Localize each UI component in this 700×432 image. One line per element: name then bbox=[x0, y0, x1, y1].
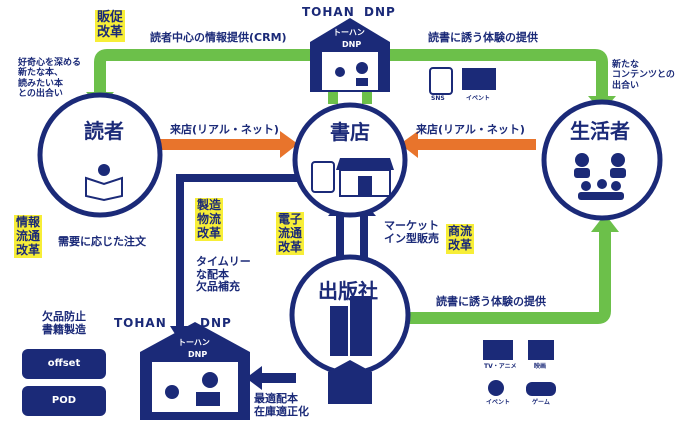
event-people-icon bbox=[488, 380, 504, 396]
navy-logistics-line bbox=[176, 174, 300, 330]
commercial-reform-label: 商流 改革 bbox=[446, 224, 475, 254]
sns-phone-icon bbox=[429, 67, 453, 95]
hub-top-dnp: DNP bbox=[342, 40, 362, 49]
curiosity-label: 好奇心を深める 新たな本、 読みたい本 との出合い bbox=[18, 58, 82, 100]
reader-icon bbox=[85, 164, 123, 202]
green-arrow-up bbox=[591, 214, 619, 232]
publisher-warehouse-icon bbox=[328, 360, 372, 404]
reader-circle bbox=[37, 92, 163, 218]
hub-top-avatar-icon bbox=[335, 67, 345, 77]
publisher-building-icon bbox=[330, 296, 372, 356]
sns-label: SNS bbox=[431, 95, 445, 102]
double-arrow-right bbox=[360, 212, 368, 264]
node-bookstore-label: 書店 bbox=[330, 120, 370, 144]
node-reader-label: 読者 bbox=[84, 119, 124, 143]
event2-label: イベント bbox=[486, 399, 511, 406]
timely-label: タイムリー な配本 欠品補充 bbox=[196, 255, 251, 294]
mfg-logistics-label: 製造 物流 改革 bbox=[195, 198, 224, 242]
optimal-label: 最適配本 在庫適正化 bbox=[254, 392, 309, 418]
bookstore-shop-icon bbox=[311, 158, 394, 197]
game-label: ゲーム bbox=[532, 399, 550, 406]
green-connector-right bbox=[362, 90, 372, 104]
orange-arrow-left-head bbox=[280, 131, 298, 158]
arrow-to-warehouse bbox=[262, 373, 296, 383]
offset-badge: offset bbox=[22, 349, 106, 379]
market-in-label: マーケット イン型販売 bbox=[384, 219, 439, 245]
visit-right-label: 来店(リアル・ネット) bbox=[416, 123, 525, 136]
hub-bottom-pie-icon bbox=[202, 372, 218, 388]
orange-bar-left bbox=[158, 139, 280, 150]
orange-arrow-right-head bbox=[400, 131, 418, 158]
green-loop-bottom bbox=[400, 230, 611, 324]
tv-anime-icon bbox=[483, 340, 513, 360]
hub-bottom-dnp: DNP bbox=[188, 350, 208, 359]
brand-dnp-bottom: DNP bbox=[200, 316, 232, 330]
brand-tohan-bottom: TOHAN bbox=[114, 316, 167, 330]
node-publisher-label: 出版社 bbox=[318, 279, 378, 303]
consumer-circle bbox=[541, 99, 663, 221]
double-arrow-left bbox=[336, 212, 344, 264]
tv-anime-label: TV・アニメ bbox=[484, 363, 517, 370]
visit-left-label: 来店(リアル・ネット) bbox=[170, 123, 279, 136]
event-label: イベント bbox=[466, 95, 491, 102]
node-consumer-label: 生活者 bbox=[570, 119, 630, 143]
orange-bar-right bbox=[418, 139, 536, 150]
crm-label: 読者中心の情報提供(CRM) bbox=[150, 31, 287, 44]
brand-dnp-top: DNP bbox=[364, 5, 396, 19]
hub-top-kana: トーハン bbox=[333, 28, 365, 37]
event-screen-icon bbox=[462, 68, 496, 90]
movie-label: 映画 bbox=[534, 363, 547, 370]
out-of-stock-label: 欠品防止 書籍製造 bbox=[42, 310, 86, 336]
hub-bottom-kana: トーハン bbox=[178, 338, 210, 347]
game-controller-icon bbox=[526, 382, 556, 396]
new-content-label: 新たな コンテンツとの 出合い bbox=[612, 60, 675, 91]
brand-tohan-top: TOHAN bbox=[302, 5, 355, 19]
pod-badge: POD bbox=[22, 386, 106, 416]
hub-top-pie-icon bbox=[356, 62, 368, 74]
movie-clapper-icon bbox=[528, 340, 554, 360]
e-distribution-label: 電子 流通 改革 bbox=[276, 212, 305, 256]
experience-top-label: 読書に誘う体験の提供 bbox=[428, 31, 538, 44]
promo-reform-label: 販促 改革 bbox=[95, 10, 126, 42]
experience-bottom-label: 読書に誘う体験の提供 bbox=[436, 295, 546, 308]
green-connector-left bbox=[328, 90, 338, 104]
consumer-family-icon bbox=[574, 153, 626, 200]
order-on-demand-label: 需要に応じた注文 bbox=[58, 235, 146, 248]
hub-bottom-avatar-icon bbox=[165, 385, 179, 399]
info-distribution-label: 情報 流通 改革 bbox=[14, 215, 43, 259]
